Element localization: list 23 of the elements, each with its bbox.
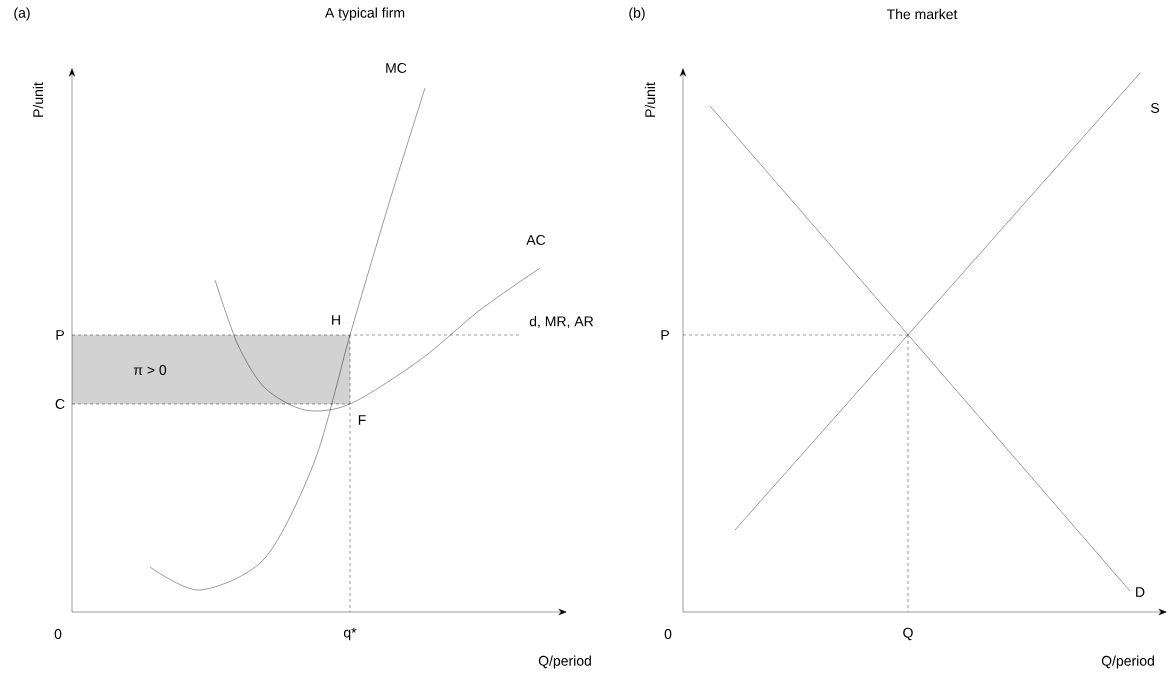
curve-label: AC	[526, 235, 546, 245]
curve-label: S	[1151, 103, 1160, 113]
axis-label: P/unit	[32, 82, 44, 117]
tick-label: 0	[54, 629, 62, 639]
panel-label: (a)	[14, 7, 30, 21]
point-label: C	[55, 399, 65, 409]
point-label: F	[358, 415, 366, 425]
tick-label: 0	[664, 629, 672, 639]
point-label: P	[661, 330, 669, 340]
point-label: P	[56, 330, 64, 340]
panel-label: (b)	[629, 7, 645, 21]
curve-label: D	[1136, 587, 1145, 597]
panel-title: The market	[886, 8, 958, 20]
axis-label: P/unit	[644, 82, 656, 117]
tick-label: q*	[343, 627, 357, 641]
panel-title: A typical firm	[325, 7, 405, 21]
point-label: H	[332, 315, 340, 325]
axis-label: Q/period	[538, 655, 591, 669]
region-label: π > 0	[133, 365, 167, 375]
curve-label: d, MR, AR	[529, 316, 594, 328]
curve-label: MC	[386, 63, 407, 73]
axis-label: Q/period	[1101, 655, 1154, 669]
tick-label: Q	[903, 627, 913, 641]
